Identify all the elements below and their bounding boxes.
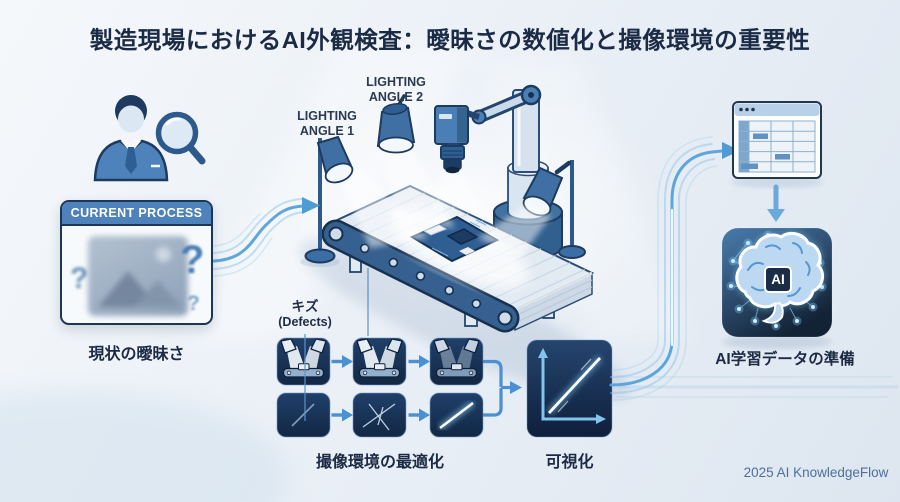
inspector-person-icon [93,95,206,182]
magnifier-icon [155,111,206,165]
ai-data-prep-caption: AI学習データの準備 [715,351,855,368]
visualization-caption: 可視化 [545,454,594,471]
right-swoosh-arrow [609,136,740,401]
spreadsheet-icon [731,101,823,188]
light-beams [341,147,551,258]
tile-arrows [331,355,430,422]
defect-scratch-star [362,403,396,431]
spotlight-1-icon [300,135,354,267]
footer-credit: 2025 AI KnowledgeFlow [743,465,889,480]
defects-label: キズ(Defects) [278,299,332,329]
down-arrow [767,184,785,222]
defect-scratch-bright [438,401,475,430]
visualization-chart-icon [526,339,613,438]
question-mark: ? [180,238,205,282]
defect-sample-tiles-row [276,392,484,438]
photo-mountain-icon [134,280,182,307]
conveyor-scene [299,84,631,400]
defect-scratch-faint [291,403,315,427]
ai-badge: AI [764,266,792,293]
page-title: 製造現場におけるAI外観検査：曖昧さの数値化と撮像環境の重要性 [89,27,811,53]
current-process-card: CURRENT PROCESS ? ? ? [60,200,213,325]
left-swoosh-arrow [212,197,320,277]
question-mark: ? [70,262,89,295]
lighting-setup-tiles-row [276,337,484,386]
camera-robot-arm-icon [434,84,542,174]
imaging-optimization-caption: 撮像環境の最適化 [315,454,444,471]
question-mark: ? [187,292,200,315]
current-process-banner: CURRENT PROCESS [62,202,211,226]
blurred-sample-image [88,236,188,316]
spotlight-2-icon [376,94,416,154]
drop-lines [304,268,369,421]
tiles-to-viz-connector [483,359,522,417]
current-ambiguity-caption: 現状の曖昧さ [88,346,185,363]
photo-sun-icon [156,247,171,262]
